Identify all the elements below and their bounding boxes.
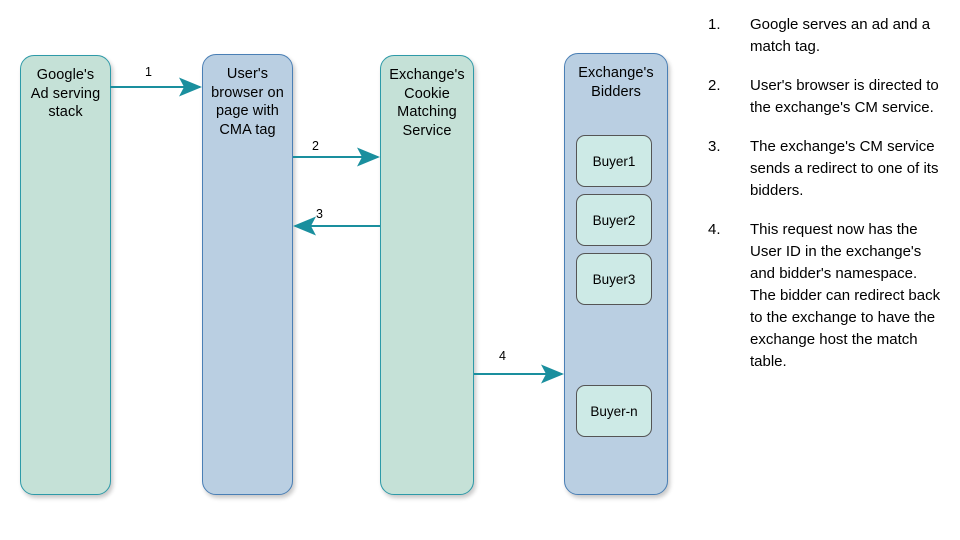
list-item-step-3: 3. The exchange's CM service sends a red… <box>708 136 946 202</box>
step-3-number: 3. <box>708 138 721 155</box>
step-3-text: The exchange's CM service sends a redire… <box>750 138 939 199</box>
arrow-4-label: 4 <box>499 349 506 363</box>
list-item-step-2: 2. User's browser is directed to the exc… <box>708 75 946 119</box>
buyer-box-3[interactable]: Buyer3 <box>576 253 652 305</box>
buyer-box-n-label: Buyer-n <box>590 403 638 419</box>
buyer-box-1-label: Buyer1 <box>592 153 636 169</box>
lane-google-label: Google's Ad serving stack <box>30 67 101 120</box>
buyer-box-n[interactable]: Buyer-n <box>576 385 652 437</box>
arrow-3-label: 3 <box>316 207 323 221</box>
lane-cms-label: Exchange's Cookie Matching Service <box>389 67 465 139</box>
arrow-1-label: 1 <box>145 65 152 79</box>
lane-browser-label: User's browser on page with CMA tag <box>211 66 284 138</box>
arrow-2-label: 2 <box>312 139 319 153</box>
lane-google-ad-serving-stack[interactable]: Google's Ad serving stack <box>20 55 111 495</box>
step-4-text: This request now has the User ID in the … <box>750 221 941 370</box>
step-2-text: User's browser is directed to the exchan… <box>750 77 939 116</box>
lane-exchange-bidders[interactable]: Exchange's Bidders Buyer1 Buyer2 Buyer3 … <box>564 53 668 495</box>
buyer-box-2[interactable]: Buyer2 <box>576 194 652 246</box>
step-1-text: Google serves an ad and a match tag. <box>750 16 931 55</box>
lane-user-browser[interactable]: User's browser on page with CMA tag <box>202 54 293 495</box>
step-1-number: 1. <box>708 16 721 33</box>
step-2-number: 2. <box>708 77 721 94</box>
step-4-number: 4. <box>708 221 721 238</box>
lane-exchange-cookie-matching-service[interactable]: Exchange's Cookie Matching Service <box>380 55 474 495</box>
buyer-box-1[interactable]: Buyer1 <box>576 135 652 187</box>
buyer-box-3-label: Buyer3 <box>592 271 636 287</box>
list-item-step-4: 4. This request now has the User ID in t… <box>708 219 946 373</box>
steps-list: 1. Google serves an ad and a match tag. … <box>708 14 946 390</box>
list-item-step-1: 1. Google serves an ad and a match tag. <box>708 14 946 58</box>
lane-bidders-label: Exchange's Bidders <box>578 65 654 100</box>
buyer-box-2-label: Buyer2 <box>592 212 636 228</box>
